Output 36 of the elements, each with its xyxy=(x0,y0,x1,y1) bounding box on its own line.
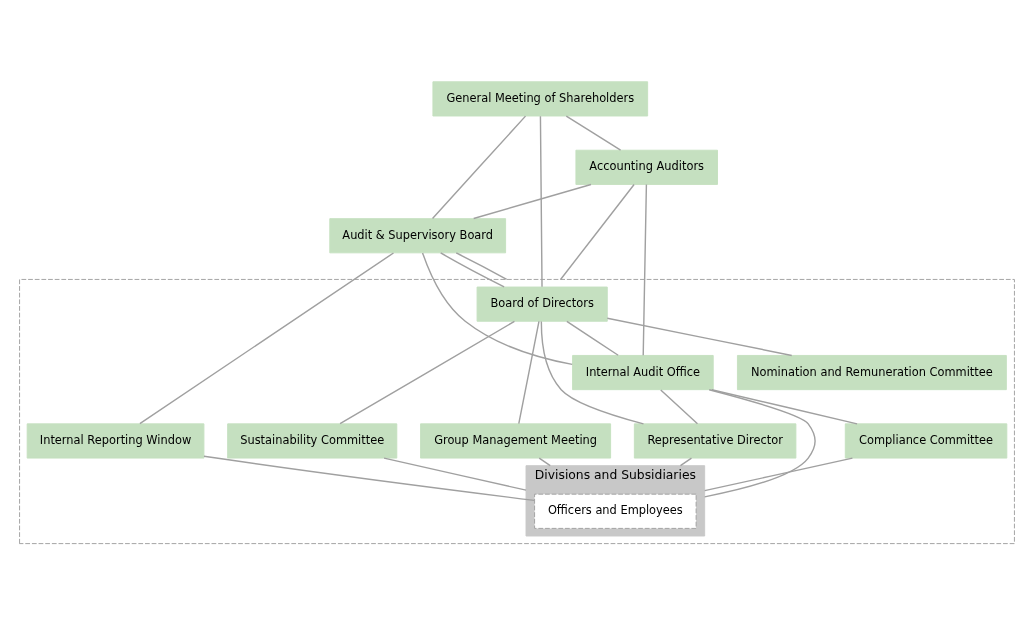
node-box: Accounting Auditors xyxy=(575,149,718,185)
connector xyxy=(431,114,527,219)
node-box: Compliance Committee xyxy=(844,422,1008,459)
connector xyxy=(339,320,516,424)
connector xyxy=(472,183,592,219)
connector xyxy=(439,251,505,288)
connector xyxy=(539,114,543,288)
connector xyxy=(139,251,395,424)
connector xyxy=(566,320,619,356)
node-box: Officers and Employees xyxy=(534,493,697,529)
node-box: General Meeting of Shareholders xyxy=(432,80,649,116)
connector xyxy=(383,456,527,491)
node-box: Representative Director xyxy=(633,422,797,459)
connector xyxy=(540,320,645,425)
connector xyxy=(703,456,854,491)
connector xyxy=(518,320,540,424)
connector xyxy=(203,455,535,501)
node-box: Board of Directors xyxy=(476,286,608,322)
connector xyxy=(660,388,699,424)
cluster xyxy=(19,278,1015,544)
node-box: Nomination and Remuneration Committee xyxy=(736,354,1007,390)
connector xyxy=(455,251,508,280)
node-box: Internal Reporting Window xyxy=(26,422,205,459)
connector xyxy=(642,183,648,356)
connector xyxy=(606,317,793,356)
node-box: Group Management Meeting xyxy=(420,422,612,459)
node-box: Sustainability Committee xyxy=(227,422,398,459)
connector xyxy=(565,114,622,151)
connector xyxy=(679,456,693,466)
connector xyxy=(711,388,858,425)
node-box: Internal Audit Office xyxy=(572,354,714,390)
connector xyxy=(421,251,573,365)
node-box: Audit & Supervisory Board xyxy=(329,217,507,253)
connector xyxy=(538,456,551,466)
connector xyxy=(559,183,635,280)
connector xyxy=(703,388,816,498)
